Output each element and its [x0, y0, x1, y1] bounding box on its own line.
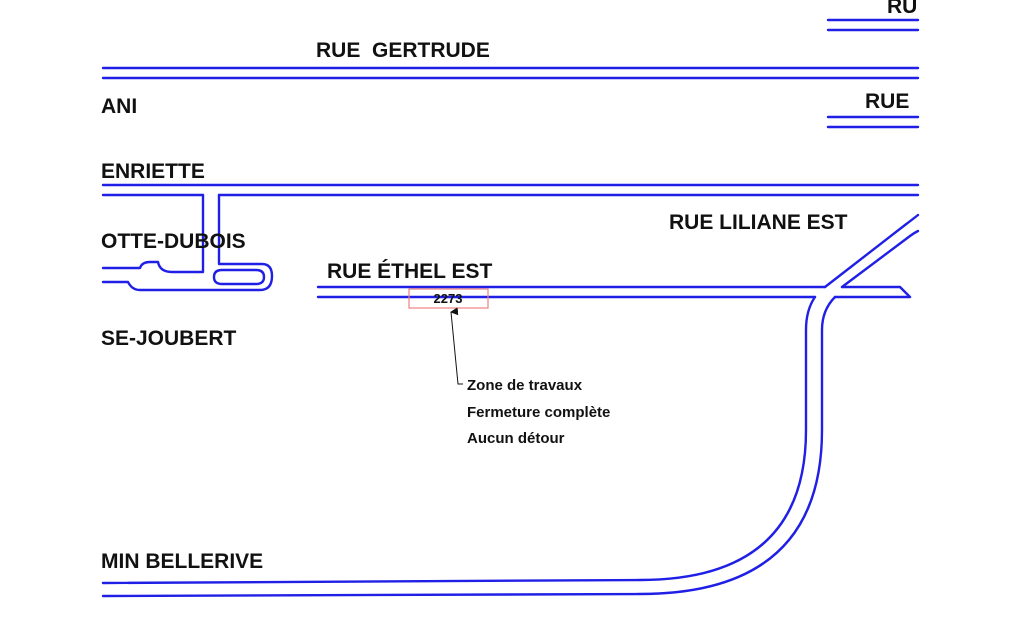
- leader-arrow: [450, 307, 463, 385]
- annotation-line-3: Aucun détour: [467, 430, 565, 447]
- label-top-right: RU: [887, 0, 917, 18]
- street-bellerive: [101, 295, 837, 598]
- street-right-rue: [826, 115, 920, 129]
- label-rue-gertrude: RUE GERTRUDE: [316, 39, 490, 62]
- label-ani: ANI: [101, 95, 137, 118]
- annotation-line-2: Fermeture complète: [467, 404, 610, 421]
- street-ethel-est: [316, 285, 912, 299]
- street-henriette: [101, 183, 920, 292]
- street-liliane-est: [823, 213, 920, 289]
- street-gertrude: [101, 66, 920, 80]
- civic-marker-box: [408, 288, 489, 309]
- label-bellerive: MIN BELLERIVE: [101, 550, 263, 573]
- label-rue-right: RUE: [865, 90, 909, 113]
- annotation-line-1: Zone de travaux: [467, 377, 583, 394]
- civic-number: 2273: [434, 291, 463, 306]
- label-henriette: ENRIETTE: [101, 160, 205, 183]
- label-rue-liliane-est: RUE LILIANE EST: [669, 211, 848, 234]
- label-dubois: OTTE-DUBOIS: [101, 230, 246, 253]
- work-zone-annotation: Zone de travaux Fermeture complète Aucun…: [467, 377, 610, 447]
- civic-marker: 2273: [408, 288, 489, 309]
- street-top-right: [826, 18, 920, 32]
- label-rue-ethel-est: RUE ÉTHEL EST: [327, 260, 492, 283]
- label-joubert: SE-JOUBERT: [101, 327, 237, 350]
